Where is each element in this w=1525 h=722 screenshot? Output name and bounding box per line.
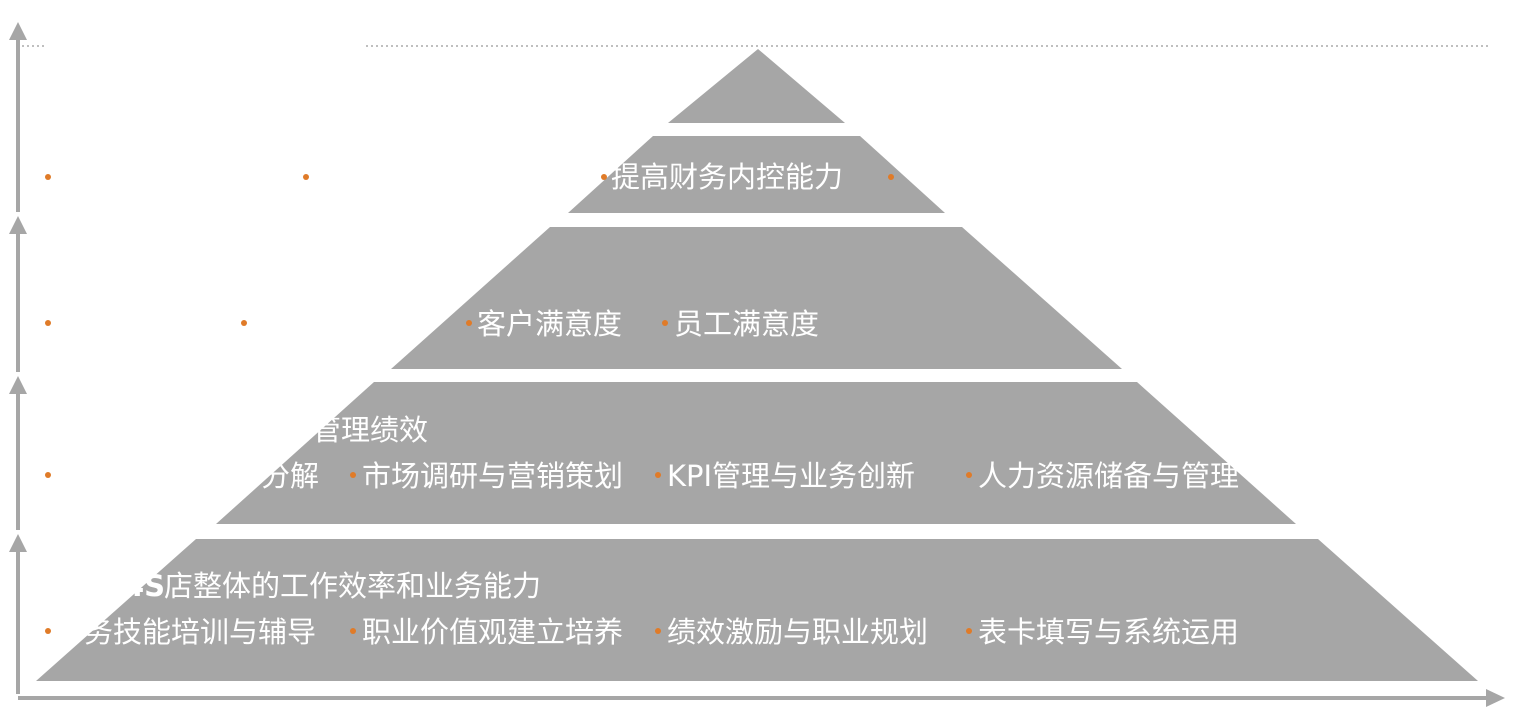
level2-item-2: 市场调研与营销策划	[362, 459, 624, 493]
level1-heading: 店整体的工作效率和业务能力	[164, 569, 542, 603]
level2-heading: 与管理绩效	[283, 413, 429, 447]
level2-item-1: 分解	[261, 459, 320, 493]
level2-item-3: KPI管理与业务创新	[667, 459, 916, 493]
bullet-icon	[303, 174, 309, 180]
bullet-icon	[45, 472, 51, 478]
pyramid-tier-2	[216, 382, 1296, 524]
arrow-up-icon	[9, 22, 27, 40]
arrow-up-icon	[9, 216, 27, 234]
bullet-icon	[466, 320, 472, 326]
bullet-icon	[966, 472, 972, 478]
vertical-axis	[9, 22, 27, 694]
level1-item-4: 表卡填写与系统运用	[978, 615, 1240, 649]
level3-item-2: 员工满意度	[674, 307, 820, 341]
bullet-icon	[241, 320, 247, 326]
level3-item-1: 客户满意度	[477, 307, 623, 341]
bullet-icon	[45, 174, 51, 180]
arrow-right-icon	[1486, 689, 1505, 707]
bullet-icon	[350, 628, 356, 634]
bullet-icon	[601, 174, 607, 180]
bullet-icon	[662, 320, 668, 326]
level1-item-2: 职业价值观建立培养	[362, 615, 624, 649]
pyramid-tier-4	[568, 136, 945, 213]
level1-heading-prefix: 4S	[124, 569, 166, 603]
arrow-up-icon	[9, 376, 27, 394]
bullet-icon	[45, 320, 51, 326]
pyramid-apex	[668, 49, 845, 123]
bullet-icon	[966, 628, 972, 634]
arrow-up-icon	[9, 534, 27, 552]
horizontal-axis	[18, 689, 1505, 707]
bullet-icon	[888, 174, 894, 180]
bullet-icon	[350, 472, 356, 478]
pyramid-tier-3	[391, 227, 1122, 369]
bullet-icon	[655, 628, 661, 634]
bullet-icon	[45, 628, 51, 634]
level2-item-4: 人力资源储备与管理	[978, 459, 1240, 493]
level4-item-1: 提高财务内控能力	[611, 160, 844, 194]
pyramid-tier-1	[36, 539, 1478, 681]
level1-item-1: 务技能培训与辅导	[84, 615, 317, 649]
bullet-icon	[655, 472, 661, 478]
level1-item-3: 绩效激励与职业规划	[667, 615, 929, 649]
